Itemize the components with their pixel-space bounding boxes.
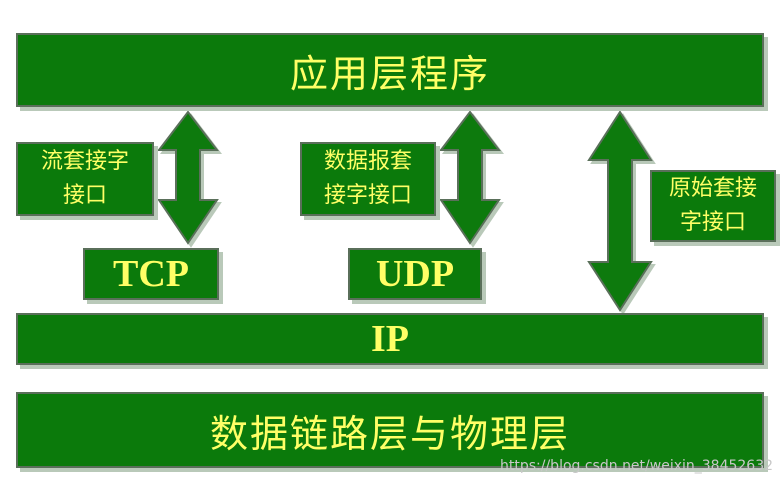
- datagram-socket-line1: 数据报套: [323, 149, 412, 174]
- double-arrow-ip: [587, 110, 653, 312]
- datalink-layer-box: 数据链路层与物理层: [16, 392, 764, 468]
- stream-socket-box: 流套接字 接口: [16, 142, 154, 216]
- udp-box: UDP: [348, 248, 482, 300]
- ip-layer-box: IP: [16, 313, 764, 365]
- tcp-box: TCP: [83, 248, 219, 300]
- raw-socket-box: 原始套接 字接口: [650, 170, 776, 242]
- double-arrow-tcp: [156, 110, 220, 245]
- ip-label: IP: [371, 318, 409, 360]
- tcp-label: TCP: [113, 253, 189, 295]
- datagram-socket-line2: 接字接口: [323, 183, 412, 208]
- stream-socket-line1: 流套接字: [40, 149, 129, 174]
- raw-socket-line2: 字接口: [679, 210, 746, 235]
- watermark-text: https://blog.csdn.net/weixin_38452632: [500, 458, 774, 474]
- application-layer-label: 应用层程序: [289, 51, 490, 96]
- stream-socket-line2: 接口: [62, 183, 107, 208]
- udp-label: UDP: [375, 253, 455, 295]
- raw-socket-line1: 原始套接: [668, 176, 757, 201]
- datalink-layer-label: 数据链路层与物理层: [209, 411, 570, 456]
- datagram-socket-box: 数据报套 接字接口: [300, 142, 436, 216]
- application-layer-box: 应用层程序: [16, 33, 764, 107]
- double-arrow-udp: [438, 110, 502, 245]
